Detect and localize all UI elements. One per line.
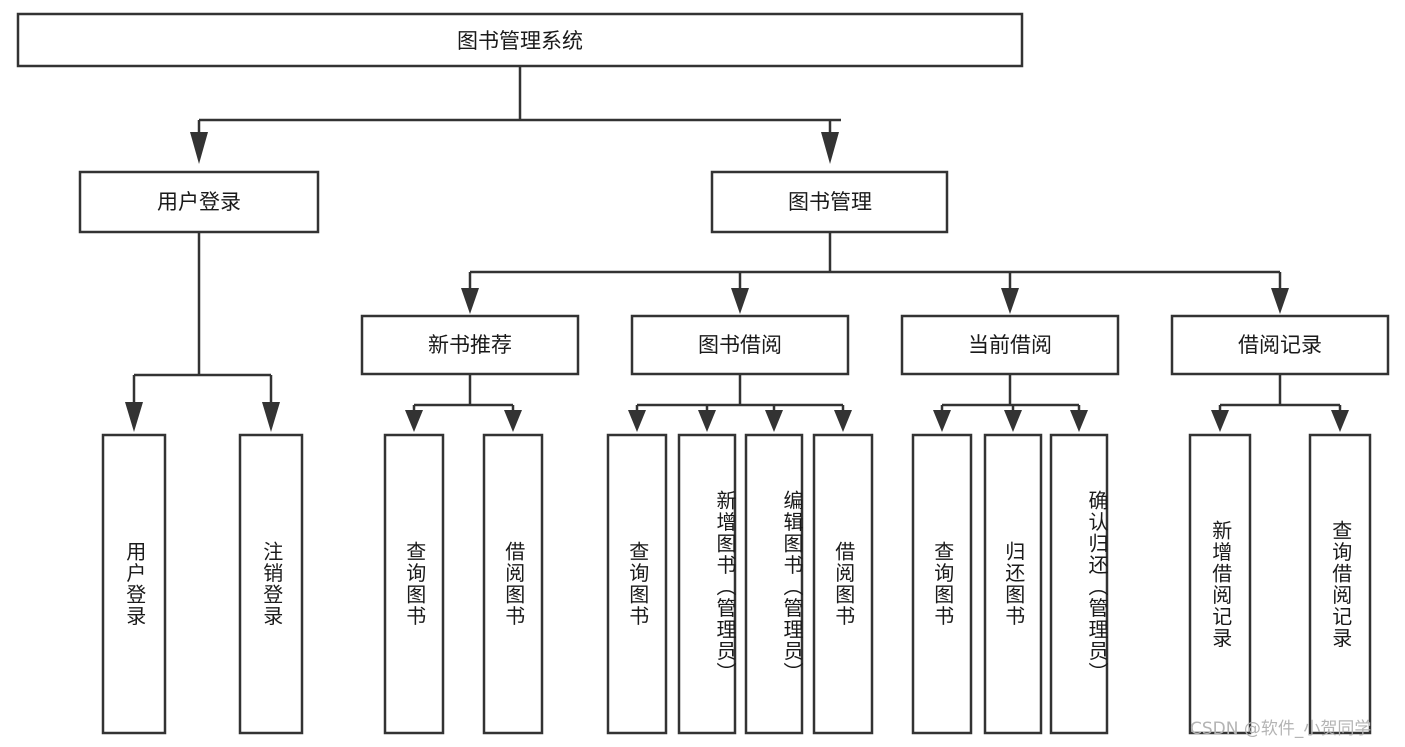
node-root-box[interactable] [16, 12, 1024, 68]
leaf-box-edit-book[interactable] [744, 433, 804, 735]
arrow-head-icon [461, 288, 479, 314]
node-book-management[interactable]: 图书管理 [710, 170, 949, 234]
leaf-box-add-borrow-record[interactable] [1188, 433, 1252, 735]
node-new-book-recommend-label: 新书推荐 [428, 333, 512, 357]
leaf-box-return-book[interactable] [983, 433, 1043, 735]
node-current-borrow[interactable]: 当前借阅 [900, 314, 1120, 376]
leaf-box-query-book-c[interactable] [911, 433, 973, 735]
leaf-box-logout[interactable] [238, 433, 304, 735]
arrow-head-icon [1271, 288, 1289, 314]
arrow-head-icon [933, 410, 951, 432]
arrow-head-icon [1331, 410, 1349, 432]
arrow-head-icon [125, 402, 143, 432]
arrow-head-icon [698, 410, 716, 432]
node-root[interactable]: 图书管理系统 [16, 12, 1024, 68]
leaf-box-add-book[interactable] [677, 433, 737, 735]
arrow-head-icon [834, 410, 852, 432]
arrow-head-icon [1001, 288, 1019, 314]
connector-group-book-borrow [628, 374, 852, 432]
arrow-head-icon [1004, 410, 1022, 432]
leaf-box-confirm-return[interactable] [1049, 433, 1109, 735]
leaf-box-user-login[interactable] [101, 433, 167, 735]
leaf-box-borrow-book-b[interactable] [812, 433, 874, 735]
node-current-borrow-box[interactable] [900, 314, 1120, 376]
node-user-login-box[interactable] [78, 170, 320, 234]
arrow-head-icon [765, 410, 783, 432]
leaf-box-query-book-b[interactable] [606, 433, 668, 735]
connector-group-borrow-record [1211, 374, 1349, 432]
node-root-label: 图书管理系统 [457, 29, 583, 53]
arrow-head-icon [1211, 410, 1229, 432]
node-user-login[interactable]: 用户登录 [78, 170, 320, 234]
connector-group-current-borrow [933, 374, 1088, 432]
connector-group-user-login [125, 232, 280, 432]
leaf-box-query-book-a[interactable] [383, 433, 445, 735]
csdn-watermark: CSDN @软件_小贺同学 [1190, 719, 1372, 739]
node-book-borrow[interactable]: 图书借阅 [630, 314, 850, 376]
arrow-head-icon [1070, 410, 1088, 432]
arrow-head-icon [821, 132, 839, 164]
node-current-borrow-label: 当前借阅 [968, 333, 1052, 357]
node-borrow-record-box[interactable] [1170, 314, 1390, 376]
node-borrow-record[interactable]: 借阅记录 [1170, 314, 1390, 376]
node-book-borrow-box[interactable] [630, 314, 850, 376]
node-book-borrow-label: 图书借阅 [698, 333, 782, 357]
arrow-head-icon [731, 288, 749, 314]
leaf-box-borrow-book-a[interactable] [482, 433, 544, 735]
arrow-head-icon [504, 410, 522, 432]
arrow-head-icon [628, 410, 646, 432]
leaf-box-query-borrow-record[interactable] [1308, 433, 1372, 735]
leaf-boxes [101, 433, 1372, 735]
node-new-book-recommend[interactable]: 新书推荐 [360, 314, 580, 376]
node-new-book-recommend-box[interactable] [360, 314, 580, 376]
node-book-management-box[interactable] [710, 170, 949, 234]
node-borrow-record-label: 借阅记录 [1238, 333, 1322, 357]
connector-group-new-book [405, 374, 522, 432]
connector-group-root [190, 66, 841, 164]
arrow-head-icon [190, 132, 208, 164]
arrow-head-icon [405, 410, 423, 432]
arrow-head-icon [262, 402, 280, 432]
connector-group-book-mgmt [461, 232, 1289, 314]
node-book-management-label: 图书管理 [788, 190, 872, 214]
node-user-login-label: 用户登录 [157, 190, 241, 214]
